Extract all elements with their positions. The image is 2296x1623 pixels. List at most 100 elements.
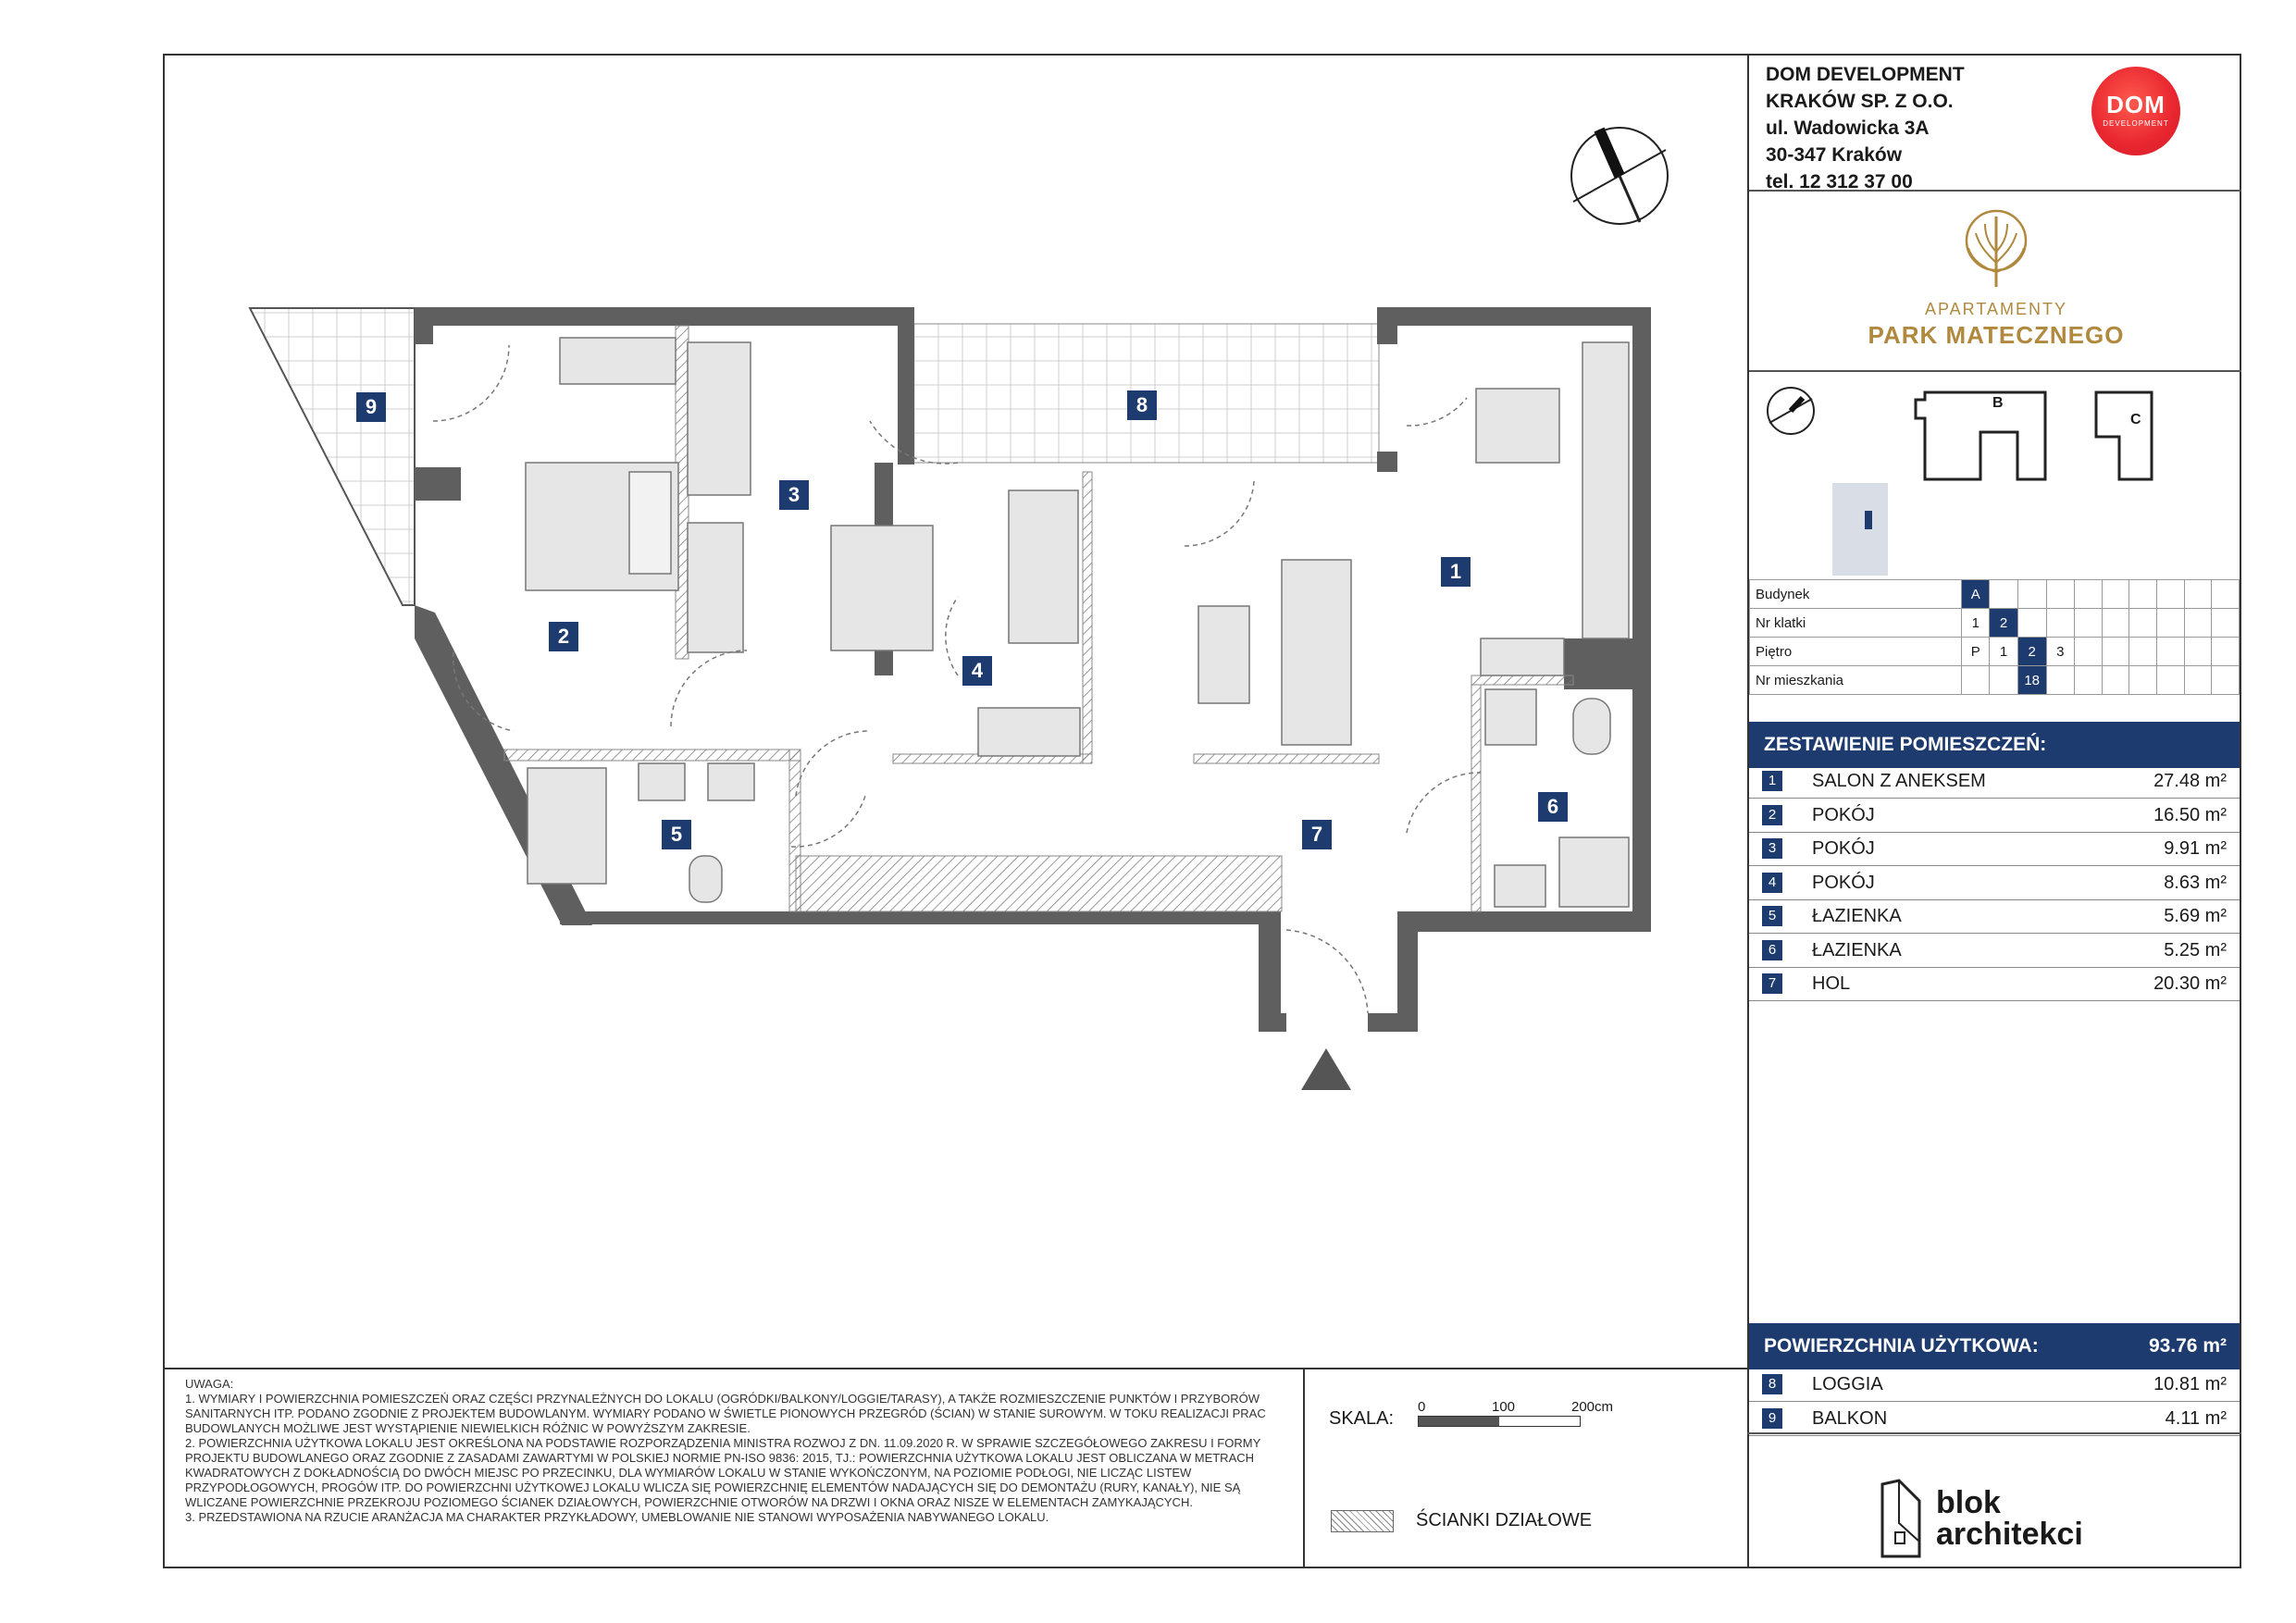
- info-cell: [2155, 608, 2185, 638]
- room-label-7: 7: [1302, 820, 1332, 849]
- balcony-area: [248, 307, 416, 606]
- project-brand: APARTAMENTY PARK MATECZNEGO: [1749, 300, 2243, 350]
- info-cell: [1961, 665, 1991, 695]
- scale-legend-box: SKALA: 0 100 200cm ŚCIANKI DZIAŁOWE: [1303, 1368, 1747, 1568]
- key-plan: [1767, 387, 2153, 576]
- door-swings: [432, 344, 1482, 1014]
- info-cell: [2183, 608, 2213, 638]
- info-cell: [2128, 608, 2157, 638]
- company-info: DOM DEVELOPMENT KRAKÓW SP. Z O.O. ul. Wa…: [1766, 61, 1965, 195]
- room-label-1: 1: [1441, 557, 1471, 587]
- info-cell: [2073, 637, 2103, 666]
- room-row: 5 ŁAZIENKA 5.69 m²: [1749, 899, 2240, 934]
- room-name: HOL: [1812, 973, 1851, 994]
- room-name: ŁAZIENKA: [1812, 939, 1902, 960]
- furniture: [525, 337, 1630, 908]
- scale-tick-100: 100: [1492, 1399, 1516, 1415]
- rooms-header: ZESTAWIENIE POMIESZCZEŃ:: [1749, 722, 2240, 768]
- note-2: 2. POWIERZCHNIA UŻYTKOWA LOKALU JEST OKR…: [185, 1436, 1261, 1509]
- floor-plan: [248, 127, 1669, 1090]
- room-area: 16.50 m²: [2153, 804, 2227, 825]
- entrance-arrow-icon: [1301, 1048, 1351, 1090]
- info-cell: [2211, 579, 2240, 609]
- info-cell: 2: [1989, 608, 2018, 638]
- room-number: 4: [1762, 872, 1782, 893]
- dom-development-logo: DOM DEVELOPMENT: [2091, 67, 2180, 155]
- info-cell: [2183, 579, 2213, 609]
- notes: UWAGA: 1. WYMIARY I POWIERZCHNIA POMIESZ…: [185, 1377, 1296, 1525]
- room-area: 5.25 m²: [2164, 939, 2227, 960]
- company-name-2: KRAKÓW SP. Z O.O.: [1766, 91, 1954, 112]
- notes-box: [163, 1368, 1305, 1570]
- usable-area-value: 93.76 m²: [2148, 1335, 2227, 1357]
- company-phone: tel. 12 312 37 00: [1766, 171, 1913, 192]
- info-cell: [2101, 608, 2130, 638]
- room-label-9: 9: [356, 392, 386, 422]
- info-cell: 3: [2045, 637, 2075, 666]
- room-number: 5: [1762, 906, 1782, 926]
- info-cell: [2128, 665, 2157, 695]
- info-cell: [2101, 637, 2130, 666]
- room-number: 1: [1762, 771, 1782, 791]
- notes-title: UWAGA:: [185, 1377, 234, 1391]
- scale-tick-0: 0: [1418, 1399, 1426, 1415]
- tree-logo-icon: [1965, 209, 2028, 287]
- info-cell: A: [1961, 579, 1991, 609]
- room-label-3: 3: [779, 480, 809, 510]
- info-cell: [2211, 665, 2240, 695]
- info-row-label: Nr klatki: [1748, 608, 1963, 638]
- room-label-6: 6: [1538, 792, 1568, 822]
- room-label-4: 4: [962, 656, 992, 686]
- room-number: 9: [1762, 1407, 1782, 1429]
- brand-line-1: APARTAMENTY: [1924, 300, 2068, 318]
- building-c-label: C: [2130, 412, 2141, 427]
- info-cell: [2183, 665, 2213, 695]
- info-cell: [2101, 579, 2130, 609]
- room-area: 27.48 m²: [2153, 771, 2227, 791]
- info-cell: [2155, 637, 2185, 666]
- room-number: 6: [1762, 939, 1782, 960]
- info-cell: 2: [2017, 637, 2047, 666]
- room-number: 7: [1762, 973, 1782, 994]
- info-cell: [2128, 637, 2157, 666]
- info-cell: [2045, 608, 2075, 638]
- info-cell: [2017, 608, 2047, 638]
- room-area: 20.30 m²: [2153, 973, 2227, 994]
- building-b-label: B: [1992, 395, 2004, 411]
- company-address-1: ul. Wadowicka 3A: [1766, 118, 1930, 139]
- info-cell: [2155, 665, 2185, 695]
- partition-walls: [503, 325, 1574, 912]
- note-1: 1. WYMIARY I POWIERZCHNIA POMIESZCZEŃ OR…: [185, 1392, 1266, 1435]
- key-compass-icon: [1767, 387, 1815, 435]
- room-name: POKÓJ: [1812, 838, 1875, 859]
- room-area: 4.11 m²: [2165, 1407, 2227, 1429]
- info-cell: [2183, 637, 2213, 666]
- info-cell: [2045, 579, 2075, 609]
- room-row: 7 HOL 20.30 m²: [1749, 967, 2240, 1001]
- info-cell: [2101, 665, 2130, 695]
- room-area: 5.69 m²: [2164, 906, 2227, 926]
- info-cell: [2128, 579, 2157, 609]
- room-name: POKÓJ: [1812, 804, 1875, 825]
- company-name-1: DOM DEVELOPMENT: [1766, 64, 1965, 85]
- scale-tick-200: 200cm: [1571, 1399, 1614, 1415]
- legend-partition-label: ŚCIANKI DZIAŁOWE: [1416, 1510, 1593, 1530]
- partition-wall-swatch: [1331, 1510, 1394, 1532]
- info-cell: 1: [1989, 637, 2018, 666]
- info-row-label: Piętro: [1748, 637, 1963, 666]
- info-cell: [2017, 579, 2047, 609]
- blok-architekci-logo-icon: [1880, 1479, 1921, 1558]
- room-number: 3: [1762, 838, 1782, 859]
- info-cell: [2045, 665, 2075, 695]
- info-cell: [2073, 608, 2103, 638]
- info-cell: [2155, 579, 2185, 609]
- scale-label: SKALA:: [1329, 1408, 1395, 1429]
- room-name: ŁAZIENKA: [1812, 906, 1902, 926]
- room-area: 10.81 m²: [2153, 1374, 2227, 1394]
